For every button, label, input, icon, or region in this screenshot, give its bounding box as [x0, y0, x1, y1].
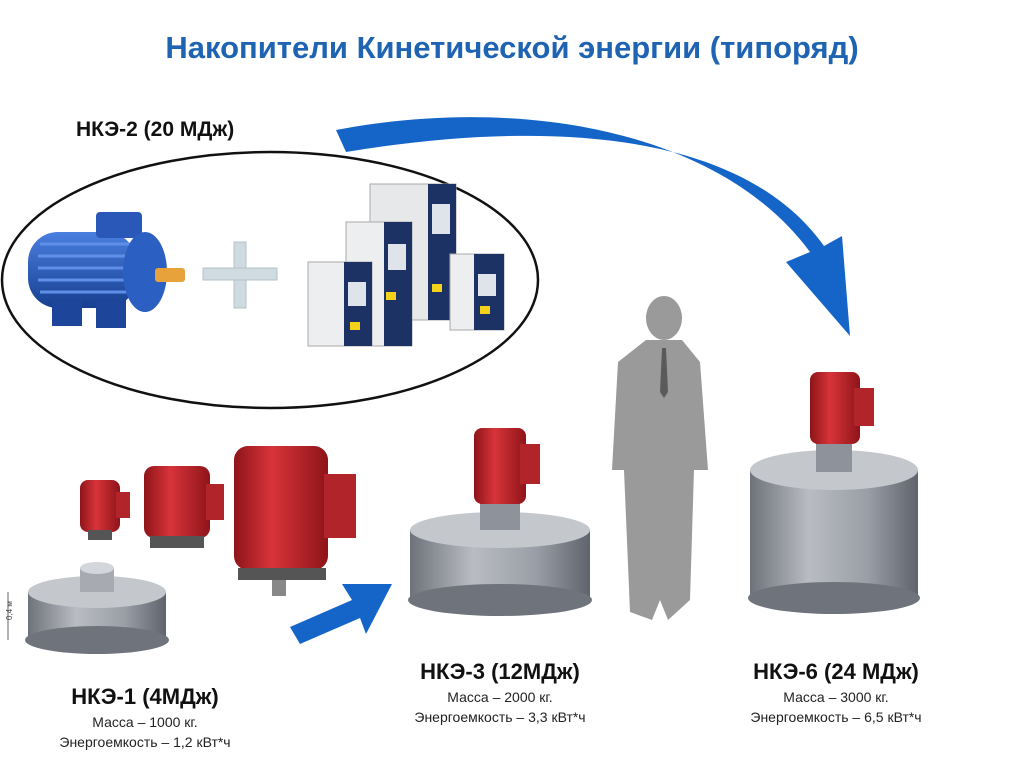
arrow-icon — [290, 584, 392, 644]
model-card-1: НКЭ-1 (4МДж) Масса – 1000 кг. Энергоемко… — [20, 684, 270, 750]
model-card-6: НКЭ-6 (24 МДж) Масса – 3000 кг. Энергоем… — [711, 659, 961, 725]
group-label: НКЭ-2 (20 МДж) — [76, 118, 235, 141]
group-outline — [0, 150, 540, 410]
model-energy: Энергоемкость – 6,5 кВт*ч — [750, 709, 922, 725]
plus-icon — [202, 241, 278, 309]
model-name: НКЭ-3 (12МДж) — [420, 659, 580, 684]
model-card-3: НКЭ-3 (12МДж) Масса – 2000 кг. Энергоемк… — [375, 659, 625, 725]
electric-motor-icon — [80, 446, 356, 596]
model-name: НКЭ-6 (24 МДж) — [753, 659, 919, 684]
flywheel-icon — [748, 372, 920, 614]
flywheel-icon — [408, 428, 592, 616]
model-energy: Энергоемкость – 3,3 кВт*ч — [414, 709, 586, 725]
scale-mark: 0,4 м — [5, 601, 14, 620]
model-mass: Масса – 3000 кг. — [783, 689, 889, 705]
arrow-icon — [336, 117, 850, 336]
model-energy: Энергоемкость – 1,2 кВт*ч — [59, 734, 231, 750]
electric-motor-icon — [28, 212, 185, 328]
frequency-converter-icon — [307, 183, 505, 347]
person-silhouette-icon — [612, 296, 708, 620]
page-title: Накопители Кинетической энергии (типоряд… — [165, 30, 859, 65]
model-name: НКЭ-1 (4МДж) — [71, 684, 219, 709]
flywheel-icon — [7, 562, 169, 654]
model-mass: Масса – 2000 кг. — [447, 689, 553, 705]
model-mass: Масса – 1000 кг. — [92, 714, 198, 730]
